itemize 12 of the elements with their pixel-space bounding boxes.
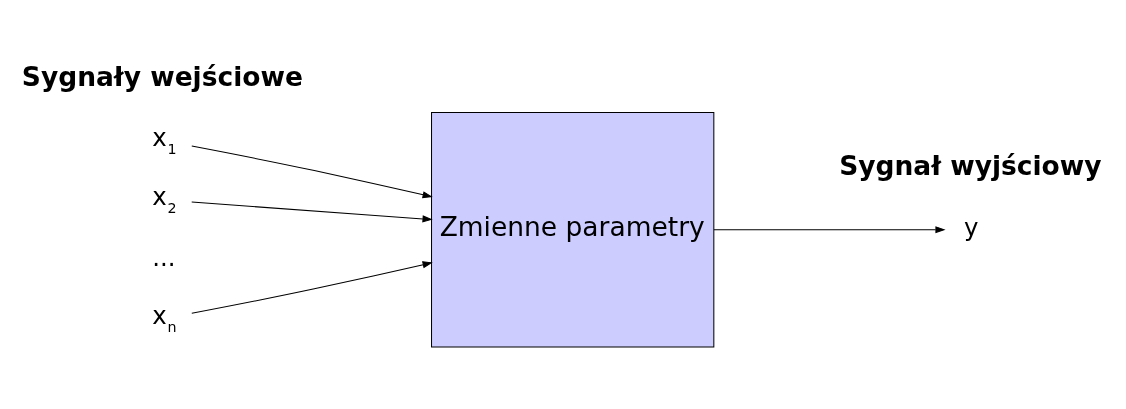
label: Sygnał wyjściowy	[839, 150, 1102, 181]
node-text: x$_{2}$	[152, 182, 177, 217]
node-text: y	[964, 213, 979, 243]
node-text: x$_{1}$	[152, 123, 177, 158]
arrow	[713, 226, 946, 234]
arrow	[191, 145, 433, 199]
arrow	[191, 201, 433, 223]
arrow	[191, 261, 433, 314]
node-text: x$_{n}$	[152, 300, 177, 335]
label: ...	[152, 242, 176, 272]
node-box: Zmienne parametry	[431, 112, 715, 348]
label: Sygnały wejściowe	[21, 61, 303, 93]
